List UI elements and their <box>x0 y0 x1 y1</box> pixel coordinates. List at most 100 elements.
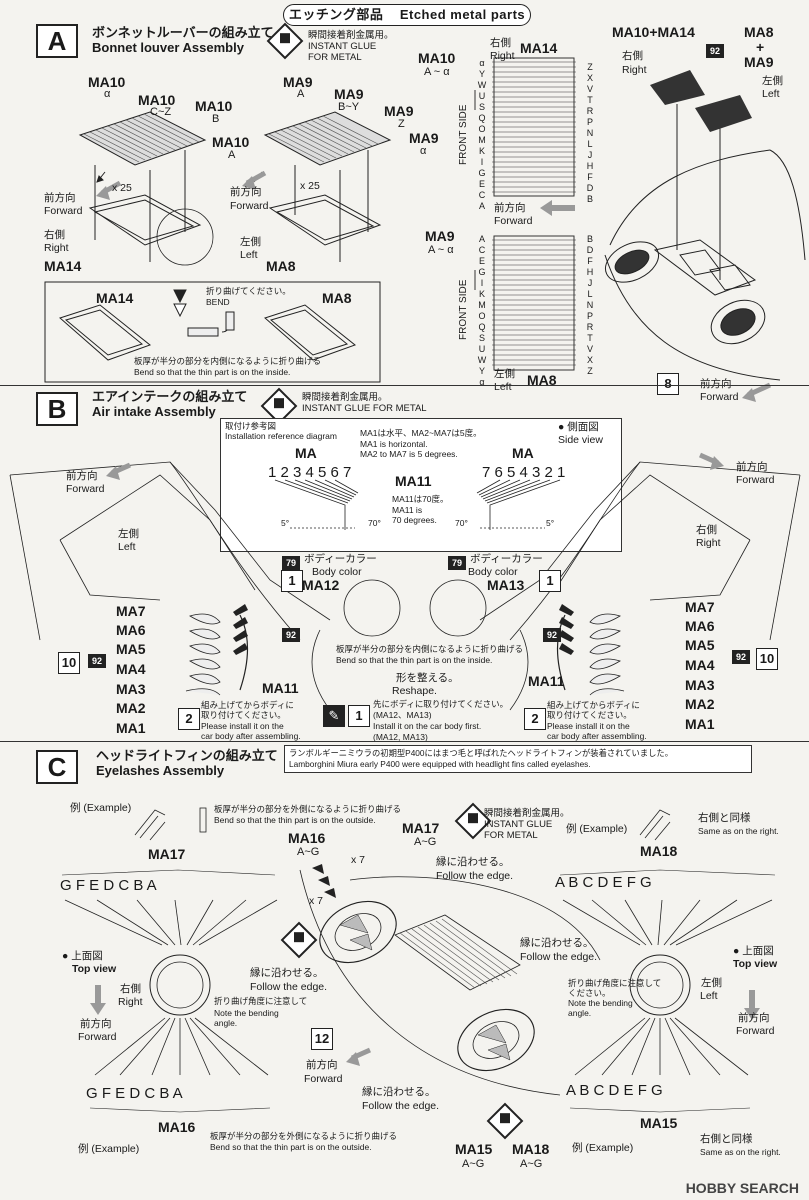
car-left-en: Left <box>762 88 780 100</box>
b-right-jp: 右側 <box>696 524 717 536</box>
ma10-b-label: MA10 <box>195 98 233 114</box>
ma18-title: MA18 <box>640 843 678 859</box>
first-parts-en: (MA12, MA13) <box>373 732 428 742</box>
ma10-alpha-sub: α <box>104 88 111 100</box>
after-en2-right: car body after assembling. <box>547 731 647 741</box>
section-a-title-jp: ボンネットルーバーの組み立て <box>92 25 274 40</box>
color-chip-79-left: 79 <box>282 556 300 570</box>
b-part-right-ma1: MA1 <box>685 716 715 732</box>
color-chip-92-a: 92 <box>706 44 724 58</box>
ma13-label: MA13 <box>487 577 525 593</box>
brush-icon: ✎ <box>323 705 345 727</box>
b-part-left-ma6: MA6 <box>116 622 146 638</box>
body-color-jp-right: ボディーカラー <box>470 553 543 565</box>
sheet-right-jp: 右側 <box>490 37 511 49</box>
car-ma10-ma14: MA10+MA14 <box>612 24 695 40</box>
x25-mid: x 25 <box>300 180 320 192</box>
car-fwd-en: Forward <box>700 391 739 403</box>
b-thin-jp: 板厚が半分の部分を内側になるように折り曲げる <box>336 644 524 654</box>
deg70-right: 70° <box>455 518 468 528</box>
car-right-en: Right <box>622 64 647 76</box>
thin-inside-en-a: Bend so that the thin part is on the ins… <box>134 367 291 377</box>
miura-note-en: Lamborghini Miura early P400 were equipp… <box>289 759 591 769</box>
section-a-letter: A <box>36 24 78 58</box>
top-view-jp-right: ● 上面図 <box>733 945 774 957</box>
ma17-title: MA17 <box>148 846 186 862</box>
b-right-en: Right <box>696 537 721 549</box>
side-view-jp: ● 側面図 <box>558 421 599 433</box>
c-fwd-en-mid: Forward <box>304 1073 343 1085</box>
ma10-cz-label: MA10 <box>138 92 176 108</box>
ma17-sub-top: A~G <box>414 836 437 848</box>
b-part-left-ma5: MA5 <box>116 641 146 657</box>
ma16-bottom-title: MA16 <box>158 1119 196 1135</box>
ma17-label-top: MA17 <box>402 820 440 836</box>
body-color-en-left: Body color <box>312 566 362 578</box>
reshape-jp: 形を整える。 <box>396 672 459 684</box>
left-en-a: Left <box>240 249 258 261</box>
car-ma9: MA9 <box>744 54 774 70</box>
ma14-label-a: MA14 <box>44 258 82 274</box>
after-jp1-right: 組み上げてからボディに <box>547 700 640 710</box>
ma9-a-sub: A <box>297 88 305 100</box>
after-en1-right: Please install it on the <box>547 721 630 731</box>
ref-en: Installation reference diagram <box>225 431 337 441</box>
same-jp-top: 右側と同様 <box>698 812 751 824</box>
edge-en-left: Follow the edge. <box>250 981 328 993</box>
first-parts-jp: (MA12、MA13) <box>373 710 432 720</box>
chip-92-b-left-upper: 92 <box>282 628 300 642</box>
ma11-left: MA11 <box>262 680 299 696</box>
sheet-ma9: MA9 <box>425 228 455 244</box>
same-en-top: Same as on the right. <box>698 826 779 836</box>
ma10-a-label: MA10 <box>212 134 250 150</box>
angle-en2-left: angle. <box>214 1018 238 1028</box>
b-part-right-ma2: MA2 <box>685 696 715 712</box>
example-bottom-right: 例 (Example) <box>572 1142 634 1154</box>
ref-note-en2: MA2 to MA7 is 5 degrees. <box>360 449 458 459</box>
edge-jp-bottom: 縁に沿わせる。 <box>362 1086 436 1098</box>
ma18-sub: A~G <box>520 1158 543 1170</box>
x7-top: x 7 <box>351 854 366 866</box>
first-jp: 先にボディに取り付けてください。 <box>373 699 509 709</box>
edge-en-bottom: Follow the edge. <box>362 1100 440 1112</box>
edge-jp-left: 縁に沿わせる。 <box>250 967 324 979</box>
thin-out-jp-bottom: 板厚が半分の部分を外側になるように折り曲げる <box>210 1131 398 1141</box>
step-10-right: 10 <box>756 648 778 670</box>
deg70-left: 70° <box>368 518 381 528</box>
b-part-left-ma4: MA4 <box>116 661 146 677</box>
forward-en-a-left: Forward <box>44 205 83 217</box>
b-part-right-ma6: MA6 <box>685 618 715 634</box>
thin-out-en-bottom: Bend so that the thin part is on the out… <box>210 1142 372 1152</box>
page-header: エッチング部品 Etched metal parts <box>283 4 531 26</box>
car-left-jp: 左側 <box>762 75 783 87</box>
ma11-note-en2: 70 degrees. <box>392 515 437 525</box>
ref-ma-right: MA <box>512 445 534 461</box>
header-title-jp: エッチング部品 <box>288 7 384 22</box>
x25-left: x 25 <box>112 182 132 194</box>
b-part-left-ma2: MA2 <box>116 700 146 716</box>
header-title-en: Etched metal parts <box>399 7 526 22</box>
ma9-z-sub: Z <box>398 118 405 130</box>
section-c-title-jp: ヘッドライトフィンの組み立て <box>96 748 278 763</box>
ma16-sub-top: A~G <box>297 846 320 858</box>
car-right-jp: 右側 <box>622 50 643 62</box>
thin-out-en-top: Bend so that the thin part is on the out… <box>214 815 376 825</box>
ma9-a-label: MA9 <box>283 74 313 90</box>
ma17-letters: G F E D C B A <box>60 877 157 894</box>
ma9-alpha-sub: α <box>420 145 427 157</box>
angle-jp-left: 折り曲げ角度に注意して <box>214 996 308 1006</box>
section-b-title-en: Air intake Assembly <box>92 404 216 419</box>
sheet-ma8: MA8 <box>527 372 557 388</box>
ma10-b-sub: B <box>212 113 220 125</box>
b-fwd-en-right: Forward <box>736 474 775 486</box>
ref-note-en1: MA1 is horizontal. <box>360 439 428 449</box>
ma16-label-top: MA16 <box>288 830 326 846</box>
body-color-jp-left: ボディーカラー <box>304 553 377 565</box>
ma11-note-jp: MA11は70度。 <box>392 494 449 504</box>
section-a-title-en: Bonnet louver Assembly <box>92 40 244 55</box>
bottom-right-letters: A B C D E F G <box>566 1082 663 1099</box>
edge-jp-top: 縁に沿わせる。 <box>436 856 510 868</box>
bottom-left-letters: G F E D C B A <box>86 1085 183 1102</box>
